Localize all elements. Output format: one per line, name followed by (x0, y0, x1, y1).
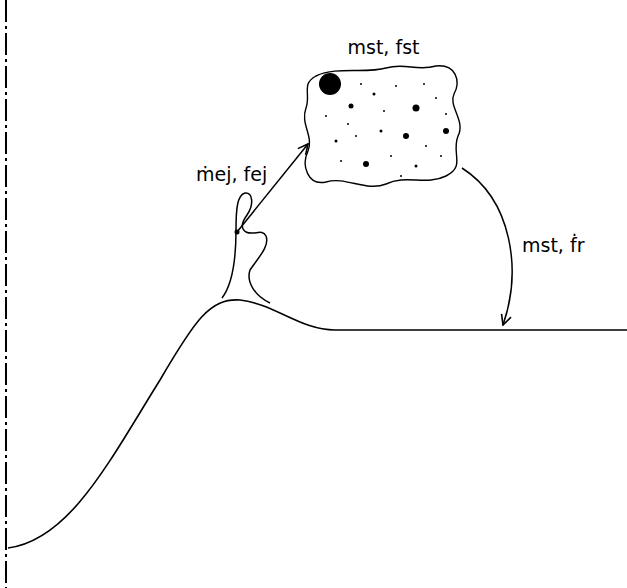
symmetry-axis (5, 0, 7, 588)
particle (360, 83, 362, 85)
cloud-label: mst, fst (296, 36, 471, 59)
particle (440, 155, 442, 157)
redeposition-arrow (462, 168, 512, 325)
flux-label: ṁej, fej (194, 163, 269, 186)
crater-profile (8, 300, 627, 548)
particle (355, 135, 357, 137)
particle (373, 93, 376, 96)
particle (443, 128, 449, 134)
particle (335, 140, 338, 143)
ejecta-plume (222, 193, 270, 303)
cloud-outline (296, 36, 471, 196)
particle (403, 133, 409, 139)
particle (340, 160, 342, 162)
particle (415, 165, 418, 168)
large-particle (319, 73, 341, 95)
particle (390, 155, 392, 157)
particle (349, 104, 354, 109)
particle (413, 105, 420, 112)
particle (363, 161, 369, 167)
particle (425, 145, 427, 147)
particle (325, 115, 327, 117)
particle (380, 130, 383, 133)
flux-label: mst, ḟr (520, 234, 586, 257)
particle (435, 97, 437, 99)
ejection-arrow (237, 144, 308, 232)
particle (445, 113, 447, 115)
particle (423, 83, 425, 85)
particle (383, 110, 385, 112)
particle (395, 85, 397, 87)
particle (400, 175, 402, 177)
particle (347, 123, 349, 125)
particle-cloud: mst, fst (296, 36, 471, 196)
cloud-border (304, 66, 460, 186)
